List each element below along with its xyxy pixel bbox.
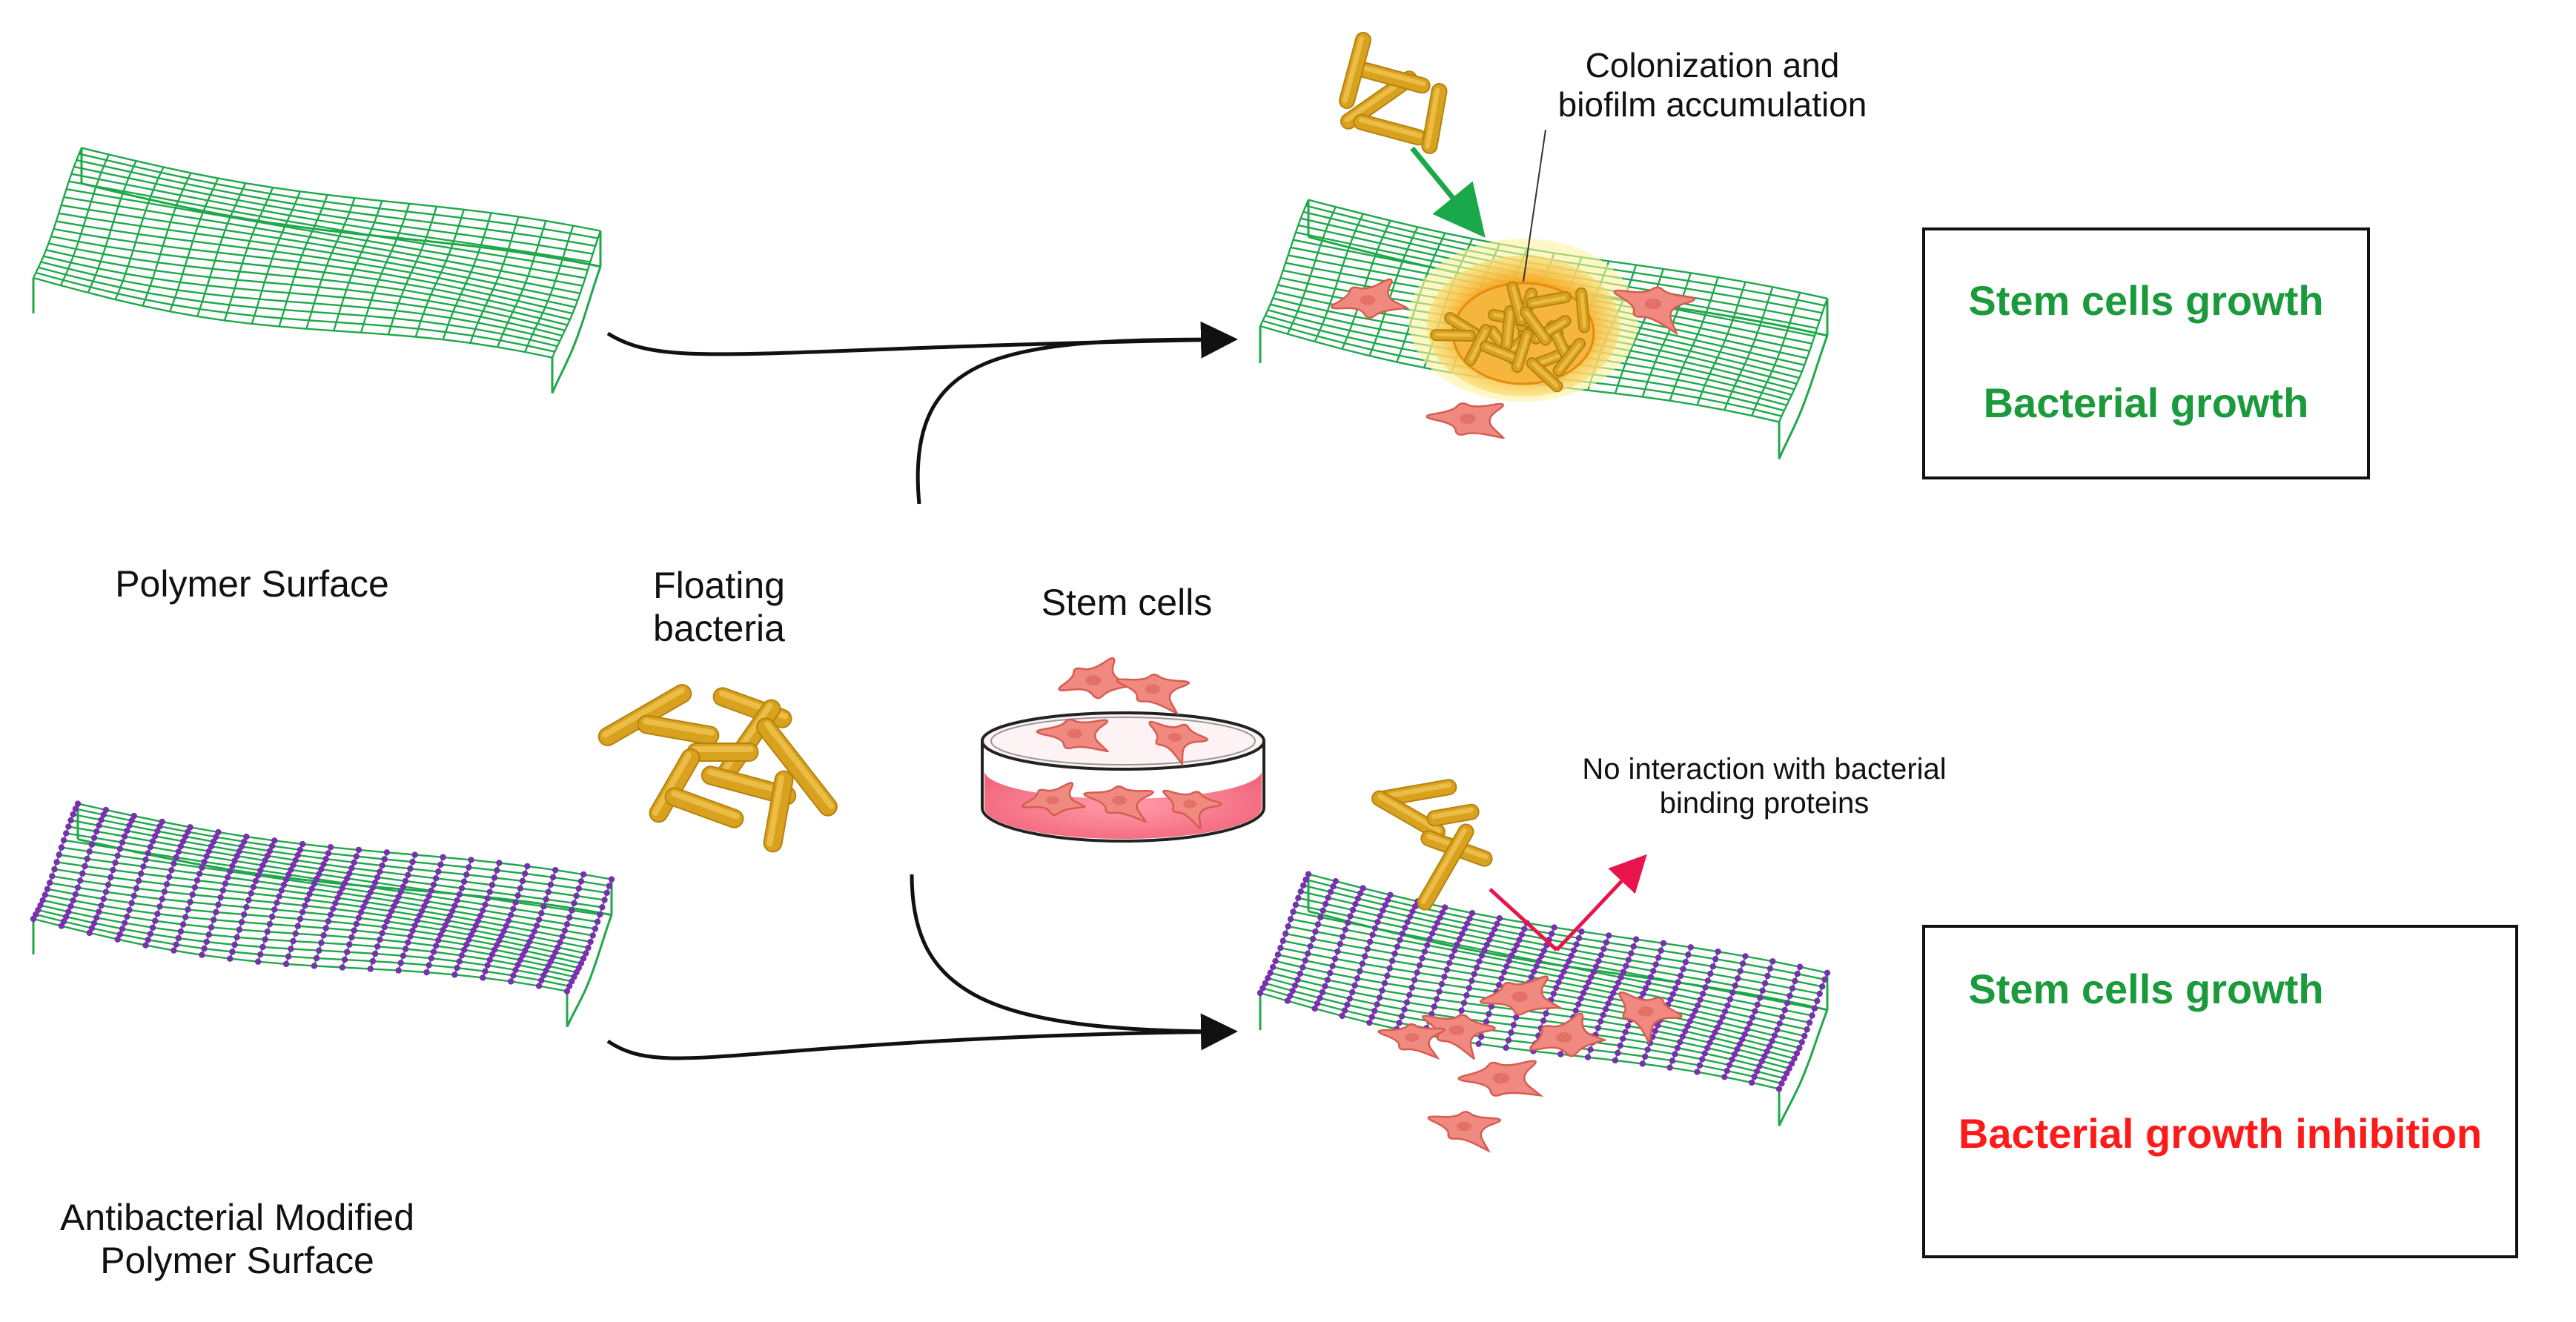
polymer-surface-label: Polymer Surface bbox=[115, 563, 389, 605]
colonization-label-line2: biofilm accumulation bbox=[1557, 84, 1867, 124]
stem-cells-label: Stem cells bbox=[1041, 582, 1213, 623]
floating-bacteria-group bbox=[597, 684, 838, 853]
result-bacterial-growth: Bacterial growth bbox=[1983, 379, 2309, 426]
stem-cells-on-surface-group bbox=[1330, 278, 1696, 439]
floating-bacteria-label: Floating bacteria bbox=[608, 565, 830, 650]
biofilm-colony bbox=[1408, 239, 1638, 402]
arrow-modified-to-protected bbox=[606, 1013, 1238, 1060]
no-interaction-label: No interaction with bacterial binding pr… bbox=[1534, 752, 1994, 820]
incoming-bacteria-group bbox=[1339, 31, 1448, 154]
result-box-untreated: Stem cells growth Bacterial growth bbox=[1922, 227, 2370, 479]
floating-bacteria-label-line1: Floating bbox=[653, 565, 785, 606]
floating-bacteria-label-line2: bacteria bbox=[653, 607, 785, 649]
no-interaction-label-line2: binding proteins bbox=[1659, 787, 1870, 820]
result-stem-growth-bottom: Stem cells growth bbox=[1968, 966, 2324, 1012]
modified-surface-label: Antibacterial Modified Polymer Surface bbox=[0, 1197, 474, 1282]
result-stem-growth-top: Stem cells growth bbox=[1968, 277, 2324, 324]
deflection-arrow bbox=[1489, 854, 1647, 951]
polymer-surface-mesh bbox=[32, 147, 602, 394]
repelled-bacteria-group bbox=[1371, 779, 1493, 911]
result-box-modified: Stem cells growth Bacterial growth inhib… bbox=[1922, 925, 2518, 1258]
petri-dish-icon bbox=[981, 657, 1265, 843]
colonization-label-line1: Colonization and bbox=[1585, 46, 1840, 84]
arrow-colonization bbox=[1410, 146, 1486, 238]
modified-surface-label-line1: Antibacterial Modified bbox=[59, 1197, 415, 1238]
no-interaction-label-line1: No interaction with bacterial bbox=[1582, 753, 1947, 785]
arrow-bacteria-stem-to-protected bbox=[910, 874, 1231, 1034]
arrow-polymer-to-colonized bbox=[606, 321, 1238, 359]
colonization-label: Colonization and biofilm accumulation bbox=[1497, 46, 1927, 124]
stem-cells-on-modified-surface-group bbox=[1377, 975, 1683, 1152]
result-bacterial-inhibition: Bacterial growth inhibition bbox=[1958, 1110, 2483, 1157]
colonization-leader-line bbox=[1523, 129, 1546, 282]
modified-surface-label-line2: Polymer Surface bbox=[100, 1239, 374, 1281]
arrow-bacteria-stem-to-colonized bbox=[915, 337, 1231, 505]
modified-polymer-surface-mesh bbox=[30, 800, 615, 1028]
